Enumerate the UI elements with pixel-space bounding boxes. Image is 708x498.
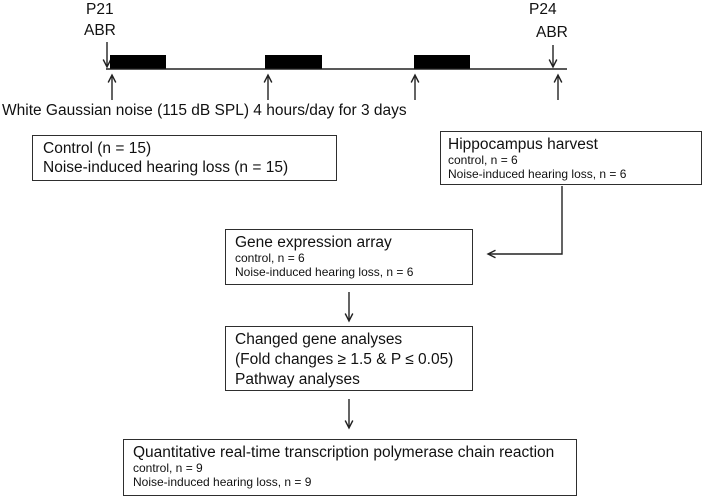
abr-p24-down-arrow-icon [548,45,558,69]
timepoint-p24-label: P24 [529,1,557,18]
harvest-title: Hippocampus harvest [448,136,598,153]
timepoint-p21-label: P21 [86,1,114,18]
noise-exposure-bar-day2 [265,55,322,69]
cohort-box: Control (n = 15) Noise-induced hearing l… [32,135,337,181]
noise-exposure-bar-day1 [110,55,166,69]
connector-analyses-to-qpcr [344,399,354,430]
abr-p21-down-arrow-icon [102,42,112,69]
qpcr-box: Quantitative real-time transcription pol… [123,439,577,496]
abr-left-label: ABR [84,22,116,39]
analyses-line-1: Changed gene analyses [235,331,403,348]
gene-expression-array-box: Gene expression array control, n = 6 Noi… [225,229,473,285]
connector-harvest-to-array [486,186,563,259]
harvest-control-line: control, n = 6 [448,153,518,167]
qpcr-nihl-line: Noise-induced hearing loss, n = 9 [133,474,312,489]
hippocampus-harvest-box: Hippocampus harvest control, n = 6 Noise… [440,131,702,185]
qpcr-control-line: control, n = 9 [133,461,203,475]
cohort-nihl-line: Noise-induced hearing loss (n = 15) [43,159,289,176]
noise-onset-up-arrow-icon-4 [553,73,563,100]
array-control-line: control, n = 6 [235,251,305,265]
abr-right-label: ABR [536,24,568,41]
qpcr-title: Quantitative real-time transcription pol… [133,444,555,461]
analyses-line-2: (Fold changes ≥ 1.5 & P ≤ 0.05) [235,351,454,368]
noise-exposure-bars [110,55,470,69]
noise-exposure-caption: White Gaussian noise (115 dB SPL) 4 hour… [2,102,407,119]
analyses-line-3: Pathway analyses [235,371,360,388]
changed-gene-analyses-box: Changed gene analyses (Fold changes ≥ 1.… [225,326,473,391]
noise-onset-up-arrow-icon-1 [107,73,117,100]
cohort-control-line: Control (n = 15) [43,140,152,157]
array-title: Gene expression array [235,234,392,251]
noise-onset-up-arrow-icon-2 [263,73,273,100]
harvest-nihl-line: Noise-induced hearing loss, n = 6 [448,166,627,181]
noise-exposure-bar-day3 [414,55,470,69]
noise-onset-up-arrow-icon-3 [410,73,420,100]
connector-array-to-analyses [344,292,354,323]
array-nihl-line: Noise-induced hearing loss, n = 6 [235,264,414,279]
